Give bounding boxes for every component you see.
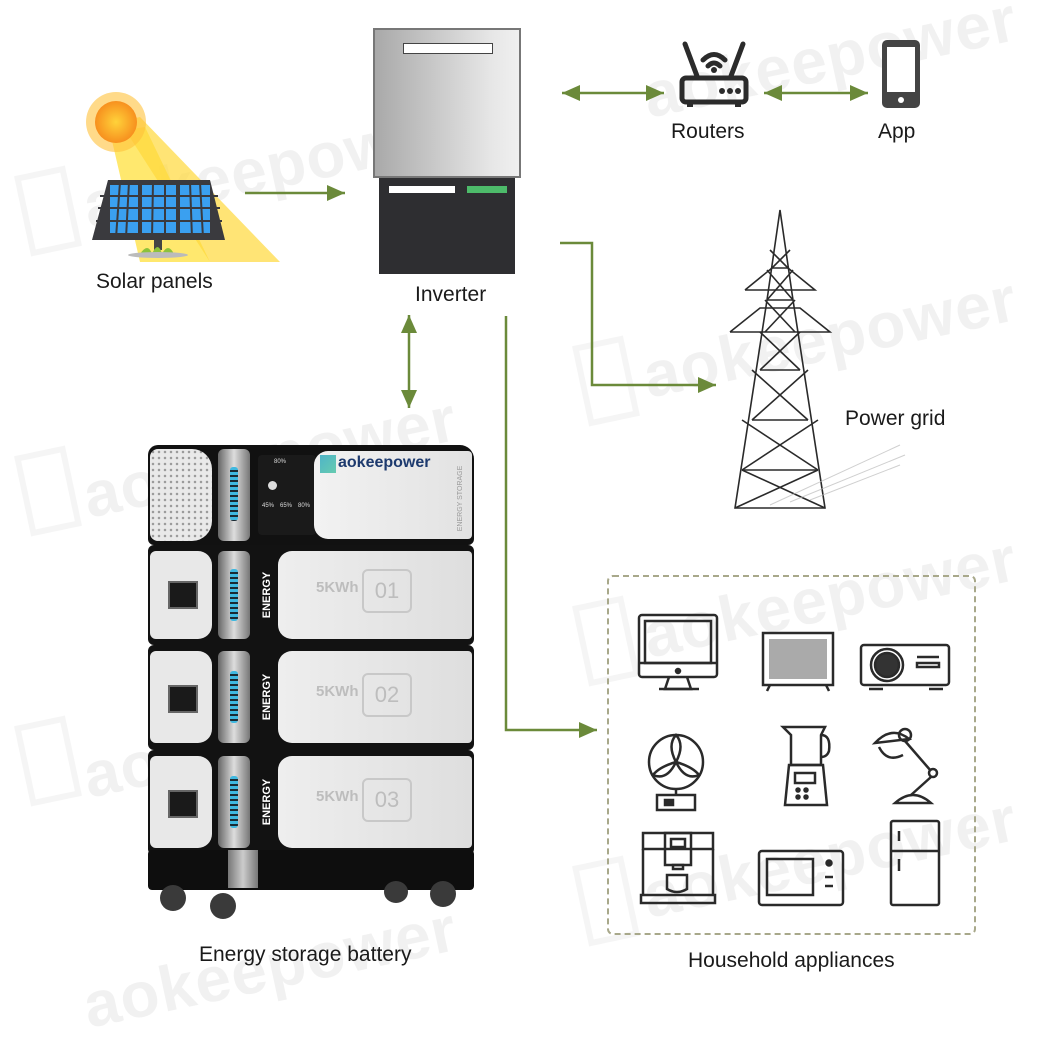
inverter-display [389, 186, 455, 193]
projector-icon [859, 643, 951, 691]
routers-label: Routers [671, 120, 745, 143]
inverter-panel [379, 178, 515, 274]
desk-lamp-icon [871, 727, 939, 805]
module-front [278, 551, 472, 639]
battery-module: ENERGY 5KWh 01 [148, 545, 474, 645]
television-icon [761, 631, 835, 692]
display-gauge [268, 481, 277, 490]
coffee-machine-icon [639, 831, 717, 905]
appliances-group [607, 575, 976, 935]
wheel [160, 885, 186, 911]
microwave-icon [757, 849, 845, 907]
module-capacity: 5KWh [316, 683, 359, 700]
brand-name: aokeepower [338, 454, 431, 471]
battery-module: ENERGY 5KWh 03 [148, 750, 474, 855]
vent-grille [150, 449, 212, 541]
household-appliances-label: Household appliances [688, 949, 895, 972]
battery-level-led [230, 467, 238, 521]
energy-storage-battery-label: Energy storage battery [199, 943, 412, 966]
solar-panel-icon [86, 92, 280, 262]
app-label: App [878, 120, 916, 143]
desktop-monitor-icon [637, 613, 719, 691]
front-panel [314, 451, 472, 539]
sun-icon [86, 92, 146, 152]
blender-icon [779, 725, 831, 807]
wheel [430, 881, 456, 907]
inverter-label: Inverter [415, 283, 487, 306]
module-number: 03 [362, 778, 412, 822]
arrow-inverter-to-grid [560, 241, 716, 393]
battery-level-led [230, 776, 238, 828]
battery-stack-icon: 80% 45% 65% 80% aokeepower ENERGY STORAG… [148, 445, 474, 920]
battery-level-led [230, 569, 238, 621]
refrigerator-icon [889, 819, 941, 907]
brand-logo [320, 455, 336, 473]
arrow-inverter-to-appliances [504, 316, 597, 738]
module-tag: ENERGY [261, 571, 274, 619]
display-top-value: 80% [274, 459, 287, 465]
display-stat: 45% [262, 503, 275, 509]
router-icon [679, 41, 749, 107]
display-stat: 65% [280, 503, 293, 509]
module-capacity: 5KWh [316, 579, 359, 596]
module-front [278, 756, 472, 848]
solar-panels-label: Solar panels [96, 270, 213, 293]
base-corner [228, 850, 258, 888]
wheel [210, 893, 236, 919]
module-handle [168, 790, 198, 818]
module-handle [168, 685, 198, 713]
module-tag: ENERGY [261, 673, 274, 721]
smartphone-icon [882, 40, 920, 108]
side-text: ENERGY STORAGE [457, 465, 465, 532]
inverter-slot [403, 43, 493, 54]
module-tag: ENERGY [261, 778, 274, 826]
appliances-icons [637, 613, 951, 907]
display-screen: 80% 45% 65% 80% [258, 455, 316, 535]
display-stat: 80% [298, 503, 311, 509]
inverter-icon [373, 28, 521, 274]
module-number: 01 [362, 569, 412, 613]
wheel [384, 881, 408, 903]
battery-base [148, 850, 474, 890]
transmission-tower-icon [729, 209, 906, 509]
power-grid-label: Power grid [845, 407, 946, 430]
battery-level-led [230, 671, 238, 723]
inverter-status-led [467, 186, 507, 193]
fan-icon [647, 733, 705, 812]
module-number: 02 [362, 673, 412, 717]
battery-module: ENERGY 5KWh 02 [148, 645, 474, 750]
module-capacity: 5KWh [316, 788, 359, 805]
module-front [278, 651, 472, 743]
module-handle [168, 581, 198, 609]
